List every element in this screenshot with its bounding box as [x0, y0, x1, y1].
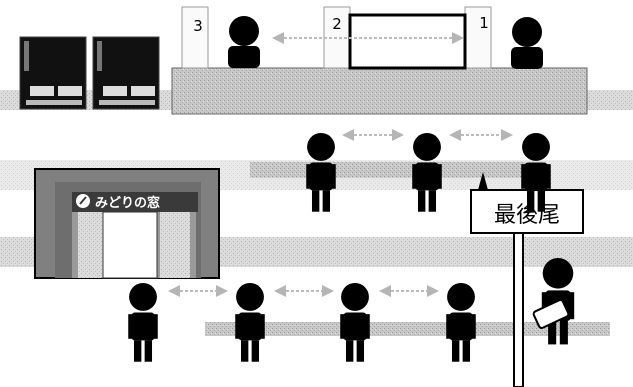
window-post-1: 1 — [464, 6, 492, 69]
office-sign-board — [72, 192, 198, 212]
window-number-3: 3 — [193, 17, 203, 35]
queue-rail-lower — [205, 322, 610, 336]
ticket-machine-left — [19, 36, 87, 110]
window-number-1: 1 — [479, 14, 489, 32]
spacing-arrows — [168, 129, 513, 297]
person-lower-2 — [235, 283, 265, 362]
person-lower-1 — [128, 283, 158, 362]
service-counter — [171, 67, 588, 115]
person-upper-2 — [412, 133, 442, 212]
window-number-2: 2 — [332, 15, 342, 33]
staff-window-1 — [511, 17, 543, 69]
office-sign-text: みどりの窓 — [95, 195, 160, 211]
last-in-line-sign: 最後尾 — [470, 189, 584, 387]
counter-window-opening — [348, 13, 467, 70]
person-lower-3 — [340, 283, 370, 362]
person-upper-3 — [521, 133, 551, 212]
window-post-3: 3 — [181, 6, 209, 69]
staff-window-3 — [228, 16, 260, 68]
ticket-office: みどりの窓 — [34, 168, 220, 279]
person-sign-holder — [532, 258, 575, 345]
people-layer — [128, 16, 575, 362]
person-lower-4 — [446, 283, 476, 362]
person-upper-1 — [306, 133, 336, 212]
queue-end-marker-icon — [478, 172, 488, 190]
ticket-machine-right — [92, 36, 160, 110]
sign-pole — [513, 229, 524, 387]
